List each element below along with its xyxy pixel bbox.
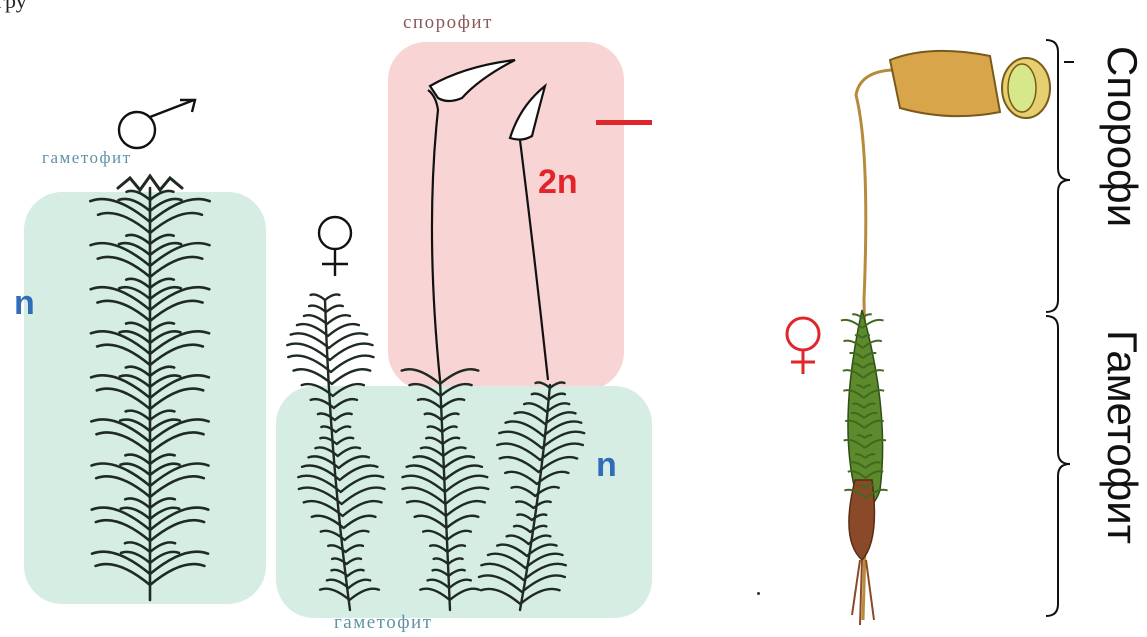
moss-photo-illustration (841, 51, 1050, 625)
male-gametophyte-plant (90, 176, 209, 600)
leaf-stroke (311, 399, 357, 408)
leaf-stroke (512, 487, 559, 496)
diploid-label: 2n (538, 163, 578, 202)
leaf-stroke (514, 526, 546, 532)
leaf-stroke (517, 514, 546, 520)
diploid-dash (596, 120, 652, 125)
female-symbol-left-icon (319, 217, 351, 276)
leaf-stroke (311, 294, 340, 300)
leaf-stroke (507, 536, 551, 544)
sporophyte-label-top: спорофит (403, 12, 493, 34)
male-symbol-icon (119, 100, 195, 148)
leaf-stroke (524, 403, 569, 412)
leaf-stroke (327, 580, 370, 588)
haploid-label-left: n (14, 284, 35, 323)
leaf-stroke (302, 384, 364, 396)
leaf-stroke (332, 558, 361, 564)
leaf-stroke (312, 516, 376, 528)
leaf-stroke (328, 545, 363, 552)
haploid-label-right: n (596, 446, 617, 485)
female-symbol-right-icon (787, 318, 819, 374)
sporophyte-label-right: Спорофи (1098, 46, 1146, 227)
gametophyte-label-bottom: гаметофит (334, 612, 433, 634)
leaf-stroke (321, 531, 369, 540)
leaf-stroke (332, 570, 364, 576)
leaf-stroke (315, 447, 360, 456)
leaf-stroke (321, 426, 350, 432)
sporophyte-stalks (428, 60, 548, 380)
gametophyte-label-left: гаметофит (42, 148, 132, 168)
gametophyte-label-right: Гаметофит (1098, 330, 1146, 544)
leaf-stroke (304, 315, 350, 324)
leaf-stroke (320, 438, 353, 444)
leaf-stroke (318, 414, 352, 420)
small-dot (757, 592, 760, 595)
leaf-stroke (516, 501, 550, 508)
leaf-stroke (505, 472, 568, 484)
right-braces (1046, 40, 1074, 616)
